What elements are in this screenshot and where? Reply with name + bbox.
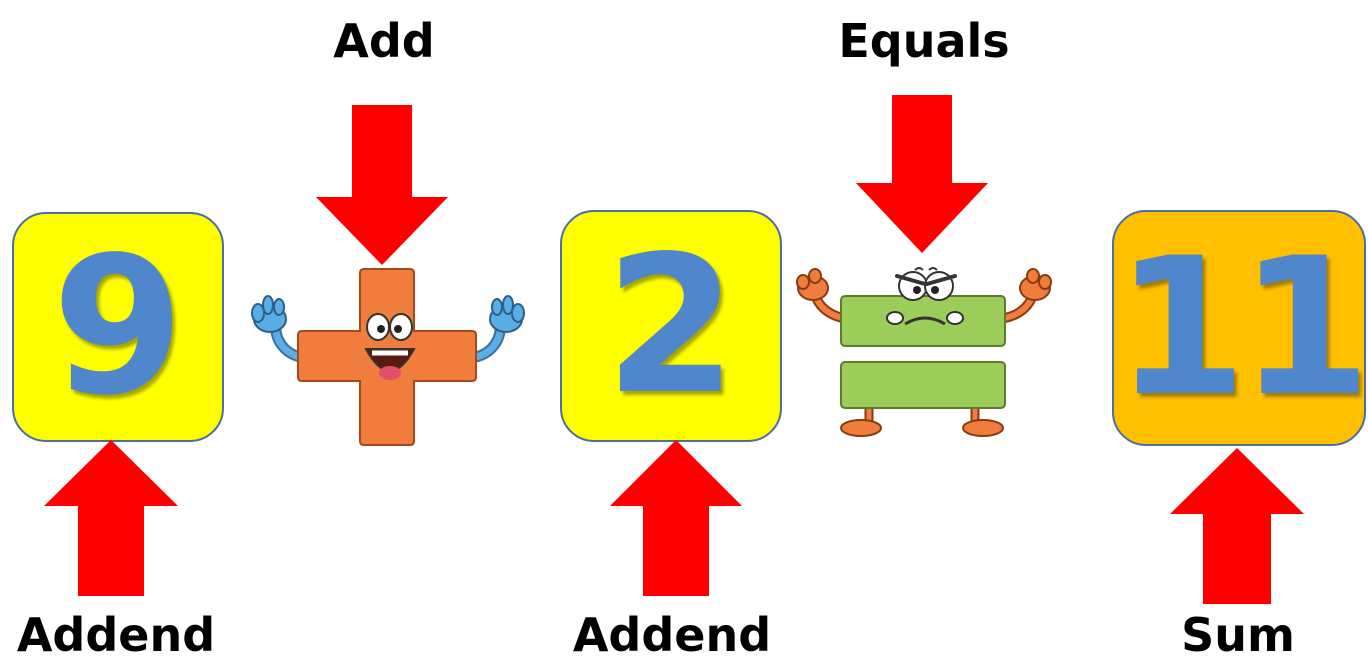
addend-box-2: 2 [560, 210, 782, 442]
add-label: Add [333, 14, 435, 68]
equals-sign-character-icon [796, 267, 1052, 437]
red-arrow-up-icon [1170, 448, 1304, 604]
red-arrow-down-icon [316, 105, 448, 265]
sum-label: Sum [1181, 608, 1295, 662]
red-arrow-down-icon [856, 95, 988, 253]
sum-value: 11 [1114, 217, 1368, 438]
plus-sign-character-icon [251, 268, 525, 446]
addend-value-2: 2 [604, 215, 738, 436]
addend-label-1: Addend [16, 608, 216, 662]
red-arrow-up-icon [610, 440, 742, 596]
addend-label-2: Addend [572, 608, 772, 662]
addend-value-1: 9 [51, 216, 185, 437]
equals-label: Equals [838, 14, 1010, 68]
red-arrow-up-icon [44, 440, 178, 596]
addend-box-1: 9 [12, 212, 224, 442]
sum-box: 11 [1112, 210, 1368, 446]
